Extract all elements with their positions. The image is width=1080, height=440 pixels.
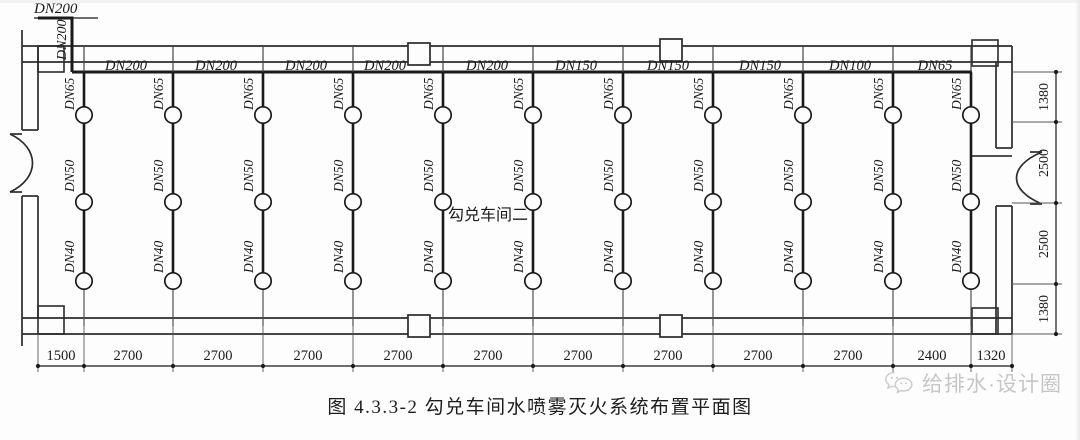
svg-text:DN65: DN65 — [601, 77, 616, 111]
svg-text:DN200: DN200 — [104, 58, 148, 74]
svg-text:2700: 2700 — [474, 348, 503, 364]
svg-text:DN150: DN150 — [738, 58, 782, 74]
svg-text:1320: 1320 — [977, 348, 1006, 364]
svg-text:DN40: DN40 — [421, 240, 436, 274]
svg-text:DN65: DN65 — [511, 77, 526, 111]
svg-text:DN40: DN40 — [871, 240, 886, 274]
door-left — [9, 129, 38, 197]
svg-text:DN200: DN200 — [194, 58, 238, 74]
dimension-line-vertical: 1380 2500 2500 1380 — [1012, 69, 1062, 337]
svg-text:DN150: DN150 — [554, 58, 598, 74]
svg-text:DN65: DN65 — [331, 77, 346, 111]
svg-text:2400: 2400 — [918, 348, 947, 364]
svg-text:DN50: DN50 — [421, 159, 436, 193]
svg-text:2700: 2700 — [654, 348, 683, 364]
svg-text:DN50: DN50 — [241, 159, 256, 193]
svg-text:DN50: DN50 — [151, 159, 166, 193]
svg-text:1380: 1380 — [1037, 83, 1052, 111]
svg-text:DN65: DN65 — [949, 77, 964, 111]
svg-text:2700: 2700 — [744, 348, 773, 364]
svg-text:DN40: DN40 — [781, 240, 796, 274]
svg-text:DN40: DN40 — [241, 240, 256, 274]
svg-text:DN50: DN50 — [331, 159, 346, 193]
riser-label: DN200 — [55, 20, 70, 61]
room-label: 勾兑车间二 — [448, 206, 528, 224]
svg-text:DN50: DN50 — [949, 159, 964, 193]
svg-text:DN65: DN65 — [151, 77, 166, 111]
svg-text:DN200: DN200 — [465, 58, 509, 74]
svg-text:1380: 1380 — [1037, 295, 1052, 323]
svg-text:DN200: DN200 — [363, 58, 407, 74]
svg-text:DN40: DN40 — [949, 240, 964, 274]
svg-text:DN40: DN40 — [601, 240, 616, 274]
page-top-edge — [0, 0, 1080, 3]
svg-text:DN50: DN50 — [691, 159, 706, 193]
svg-text:DN65: DN65 — [62, 77, 77, 111]
svg-text:2500: 2500 — [1037, 230, 1052, 258]
svg-text:DN50: DN50 — [62, 159, 77, 193]
svg-text:2700: 2700 — [384, 348, 413, 364]
svg-text:2700: 2700 — [564, 348, 593, 364]
svg-text:DN150: DN150 — [646, 58, 690, 74]
page-right-edge — [1075, 0, 1080, 440]
dimension-line-horizontal: 1500 2700 2700 2700 2700 2700 2700 2700 … — [35, 290, 1015, 372]
svg-text:DN65: DN65 — [691, 77, 706, 111]
svg-text:DN65: DN65 — [871, 77, 886, 111]
svg-text:DN50: DN50 — [511, 159, 526, 193]
svg-text:DN65: DN65 — [781, 77, 796, 111]
branch-pipe-labels: DN65 DN50 DN40 DN65 DN50 DN40 DN65 DN50 … — [62, 77, 964, 274]
svg-text:DN40: DN40 — [331, 240, 346, 274]
inlet-label: DN200 — [33, 1, 78, 17]
svg-text:2700: 2700 — [294, 348, 323, 364]
svg-text:DN40: DN40 — [691, 240, 706, 274]
svg-text:2700: 2700 — [114, 348, 143, 364]
header-pipe-labels: DN200 DN200 DN200 DN200 DN200 DN150 DN15… — [104, 58, 952, 74]
svg-text:2500: 2500 — [1037, 149, 1052, 177]
svg-text:DN200: DN200 — [284, 58, 328, 74]
svg-text:DN65: DN65 — [917, 58, 953, 74]
wall-outline — [21, 30, 1013, 346]
corner-stubs — [37, 39, 999, 335]
svg-text:DN65: DN65 — [241, 77, 256, 111]
svg-text:1500: 1500 — [47, 348, 76, 364]
svg-text:DN50: DN50 — [781, 159, 796, 193]
door-right — [996, 147, 1043, 207]
svg-text:DN50: DN50 — [601, 159, 616, 193]
svg-text:DN100: DN100 — [828, 58, 872, 74]
svg-text:2700: 2700 — [204, 348, 233, 364]
svg-text:DN65: DN65 — [421, 77, 436, 111]
svg-text:DN40: DN40 — [511, 240, 526, 274]
svg-text:2700: 2700 — [834, 348, 863, 364]
svg-text:DN50: DN50 — [871, 159, 886, 193]
svg-text:DN40: DN40 — [151, 240, 166, 274]
svg-text:DN40: DN40 — [62, 240, 77, 274]
